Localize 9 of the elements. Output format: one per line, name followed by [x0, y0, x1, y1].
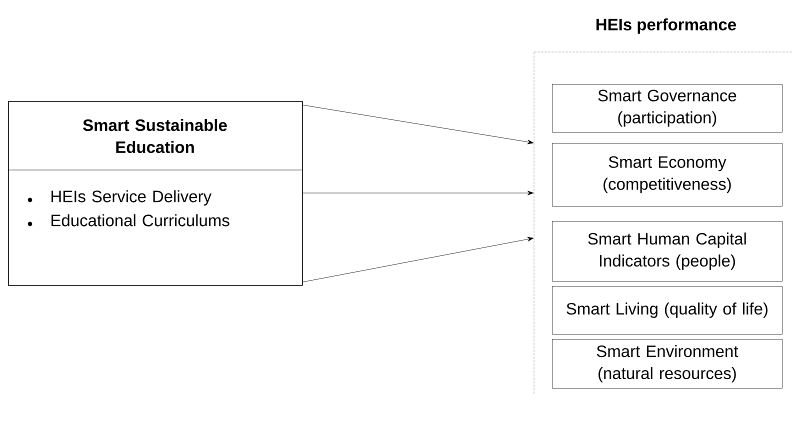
metric-box: Smart Economy (competitiveness) [552, 143, 782, 206]
arrow [302, 236, 534, 282]
arrow [302, 190, 534, 196]
input-box: Smart Sustainable Education HEIs Service Delivery Educational Curriculums [8, 101, 303, 286]
arrow [302, 104, 534, 144]
metric-box: Smart Governance (participation) [552, 84, 782, 132]
metric-box: Smart Living (quality of life) [552, 286, 782, 334]
metric-box: Smart Environment (natural resources) [552, 339, 782, 388]
metric-box: Smart Human Capital Indicators (people) [552, 221, 782, 282]
